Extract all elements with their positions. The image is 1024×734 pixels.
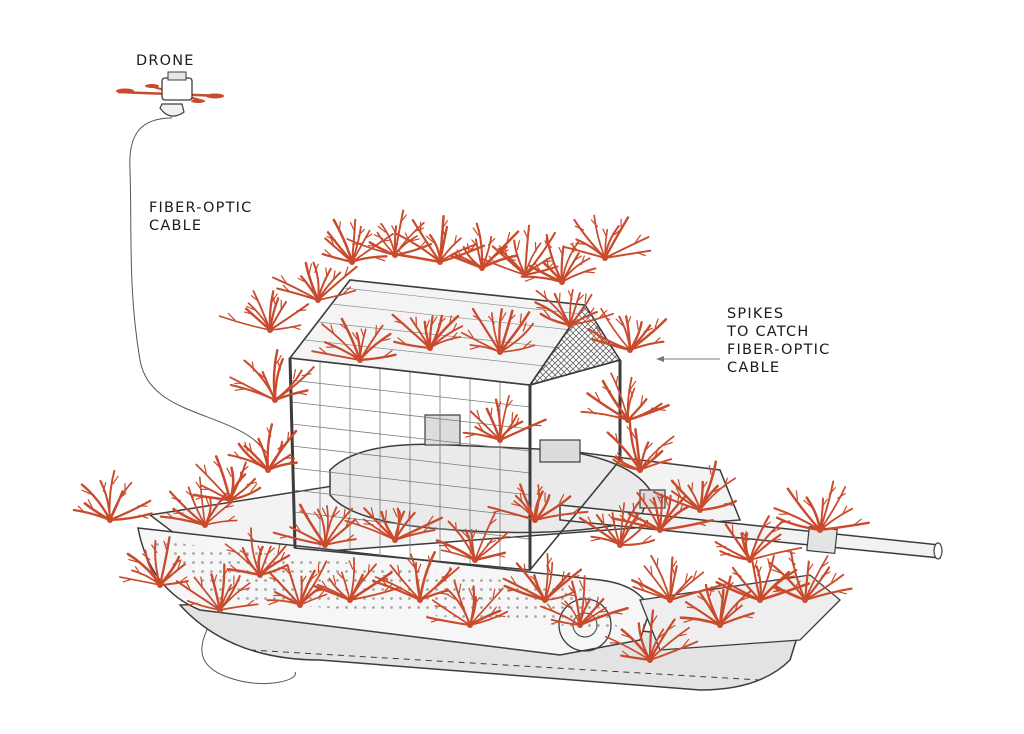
spike-tuft — [175, 563, 259, 613]
spike-tuft — [272, 503, 357, 548]
spike-tuft — [502, 553, 583, 603]
spike-tuft — [224, 527, 291, 578]
spike-tuft — [714, 515, 803, 563]
spike-tuft — [391, 313, 464, 351]
spike-tuft — [652, 460, 738, 513]
spike-tuft — [580, 372, 670, 423]
spike-tuft — [631, 554, 722, 603]
spikes-label-line-1: SPIKES — [727, 306, 785, 322]
spike-tuft — [534, 288, 614, 328]
spikes — [72, 209, 870, 663]
fiber-optic-cable-trailing — [201, 614, 296, 685]
spike-tuft — [229, 348, 315, 403]
spike-tuft — [227, 423, 298, 473]
spike-tuft — [578, 499, 656, 548]
spike-tuft — [344, 507, 443, 543]
spike-tuft — [481, 224, 559, 278]
spike-tuft — [773, 480, 870, 533]
drone-label: DRONE — [136, 53, 195, 69]
spike-tuft — [564, 214, 652, 261]
spike-tuft — [768, 550, 853, 603]
spikes-label-line-2: TO CATCH — [727, 324, 810, 340]
fiber-optic-cable — [129, 117, 269, 456]
drone-graphic — [116, 71, 224, 117]
spike-tuft — [425, 580, 509, 628]
spike-tuft — [587, 307, 668, 353]
main-gun — [559, 504, 941, 559]
spike-tuft — [266, 560, 328, 608]
spike-tuft — [159, 476, 238, 528]
spikes-label-line-4: CABLE — [727, 360, 781, 376]
tank-body — [137, 414, 943, 691]
spike-tuft — [450, 222, 520, 271]
cage-gable — [528, 303, 622, 387]
cable-label-line-1: FIBER-OPTIC — [149, 200, 253, 216]
spike-tuft — [118, 536, 189, 588]
cage-grid — [289, 361, 531, 567]
spike-tuft — [604, 609, 699, 663]
spike-tuft — [311, 317, 397, 363]
spike-tuft — [312, 557, 402, 603]
spike-tuft — [460, 307, 536, 355]
spike-tuft — [435, 511, 510, 563]
spike-tuft — [462, 395, 547, 443]
cable-label-line-2: CABLE — [149, 218, 203, 234]
spikes-label-line-3: FIBER-OPTIC — [727, 342, 831, 358]
spike-tuft — [540, 575, 629, 628]
spike-tuft — [272, 261, 358, 303]
spike-tuft — [321, 218, 394, 265]
spike-tuft — [388, 214, 486, 265]
spike-tuft — [487, 483, 589, 523]
spike-tuft — [192, 455, 262, 503]
spike-tuft — [72, 469, 153, 523]
spike-tuft — [606, 419, 675, 473]
spike-tuft — [218, 290, 310, 333]
